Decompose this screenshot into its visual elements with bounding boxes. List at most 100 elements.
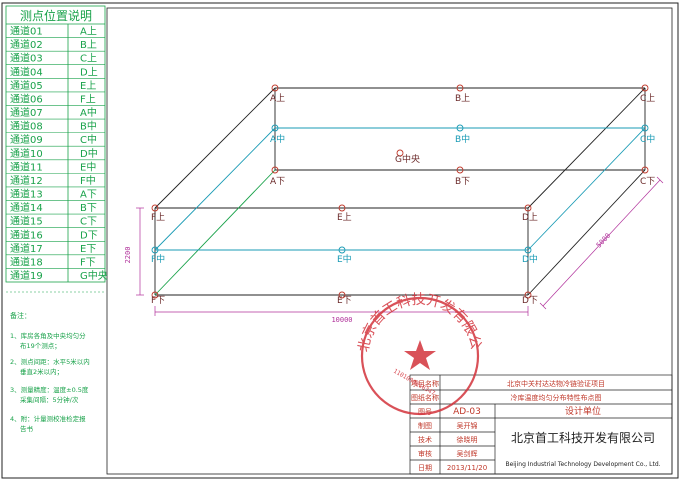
legend-point-label: E中 — [80, 160, 96, 173]
note-4a: 4、附：计量测校准检定报 — [10, 414, 86, 423]
seal-star-icon — [404, 340, 436, 370]
legend-channel: 通道17 — [10, 242, 43, 255]
label-e-top: E上 — [337, 212, 352, 223]
legend-point-label: C上 — [80, 53, 97, 65]
dim-length: 10000 — [331, 316, 352, 324]
company-seal: 北京首工科技开发有限公司 1101080018347 — [0, 0, 484, 416]
drawing-no: AD-03 — [453, 407, 481, 417]
company-name-en: Beijing Industrial Technology Developmen… — [505, 461, 660, 468]
legend-point-label: B上 — [80, 39, 97, 51]
point-g-center — [396, 149, 404, 157]
note-1b: 布19个测点； — [20, 341, 61, 350]
project-name: 北京中关村达达物冷链验证项目 — [507, 379, 605, 388]
row-3-label: 日期 — [418, 464, 432, 472]
legend-point-label: F中 — [80, 174, 96, 187]
legend-point-label: B中 — [80, 120, 97, 133]
row-2-value: 吴剑辉 — [457, 449, 478, 458]
point-b-low — [456, 166, 464, 174]
note-3a: 3、测量精度：温度±0.5度 — [10, 385, 89, 394]
note-1a: 1、库房各角及中央均匀分 — [10, 331, 86, 340]
legend-channel: 通道13 — [10, 188, 43, 201]
label-c-top: C上 — [640, 93, 655, 104]
label-d-low: D下 — [522, 296, 538, 306]
point-d-mid — [524, 246, 532, 254]
project-label: 项目名称 — [411, 379, 439, 388]
label-a-top: A上 — [270, 93, 285, 104]
label-e-mid: E中 — [337, 253, 352, 265]
point-d-low — [524, 291, 532, 299]
legend-channel: 通道05 — [10, 79, 43, 92]
legend-point-label: F下 — [80, 257, 96, 268]
point-d-top — [524, 204, 532, 212]
label-f-mid: F中 — [151, 253, 165, 265]
label-f-top: F上 — [151, 212, 165, 223]
label-c-mid: C中 — [640, 133, 655, 145]
row-0-label: 制图 — [418, 421, 432, 430]
label-b-mid: B中 — [455, 133, 470, 145]
point-e-mid — [338, 246, 346, 254]
point-b-mid — [456, 124, 464, 132]
legend-channel: 通道16 — [10, 228, 43, 241]
legend-point-label: A上 — [80, 26, 97, 38]
point-c-top — [641, 84, 649, 92]
point-e-top — [338, 204, 346, 212]
legend-channel: 通道04 — [10, 65, 43, 78]
point-e-low — [338, 291, 346, 299]
design-unit-label: 设计单位 — [565, 405, 601, 417]
drawing-label: 图纸名称 — [411, 393, 439, 402]
company-name-cn: 北京首工科技开发有限公司 — [511, 430, 655, 445]
point-b-top — [456, 84, 464, 92]
legend-channel: 通道01 — [10, 25, 43, 38]
label-b-top: B上 — [455, 93, 470, 104]
legend-point-label: F上 — [80, 93, 96, 105]
point-a-low — [271, 166, 279, 174]
legend-point-label: C中 — [80, 133, 97, 146]
legend-point-label: A下 — [80, 190, 97, 201]
note-2a: 2、测点间距：水平5米以内 — [10, 357, 90, 366]
legend-channel: 通道10 — [10, 147, 43, 160]
row-2-label: 审核 — [418, 449, 432, 458]
dim-height: 2200 — [124, 247, 132, 264]
title-block — [409, 374, 673, 475]
row-1-label: 技术 — [418, 435, 432, 444]
label-f-low: F下 — [151, 296, 165, 306]
dimensions — [136, 176, 664, 316]
point-a-mid — [271, 124, 279, 132]
point-f-top — [151, 204, 159, 212]
inner-frame — [106, 7, 673, 475]
label-d-mid: D中 — [522, 253, 538, 265]
notes: 备注： 1、库房各角及中央均匀分 布19个测点； 2、测点间距：水平5米以内 垂… — [10, 311, 90, 433]
legend-channel: 通道12 — [10, 174, 43, 187]
row-0-value: 吴开锦 — [457, 421, 478, 430]
legend-point-label: A中 — [80, 106, 97, 119]
note-2b: 垂直2米以内； — [20, 367, 63, 376]
legend-point-label: B下 — [80, 203, 97, 214]
note-4b: 告书 — [20, 424, 34, 433]
label-d-top: D上 — [522, 212, 538, 223]
drawing-no-label: 图号 — [418, 408, 432, 416]
label-g-center: G中央 — [395, 153, 420, 165]
label-c-low: C下 — [640, 177, 655, 187]
legend-channel: 通道09 — [10, 133, 43, 146]
legend-point-label: C下 — [80, 217, 97, 228]
point-f-mid — [151, 246, 159, 254]
points — [151, 84, 649, 299]
legend-channel: 通道15 — [10, 215, 43, 228]
row-1-value: 徐晓明 — [457, 435, 478, 444]
point-labels: A上 B上 C上 A中 B中 C中 A下 B下 C下 F上 E上 D上 F中 E… — [151, 93, 655, 306]
label-a-mid: A中 — [270, 133, 285, 145]
row-3-value: 2013/11/20 — [447, 464, 487, 472]
point-c-low — [641, 166, 649, 174]
legend-channel: 通道02 — [10, 38, 43, 51]
legend-channel: 通道06 — [10, 92, 43, 105]
drawing-name: 冷库温度均匀分布特性布点图 — [511, 393, 602, 402]
legend-point-label: E上 — [80, 80, 96, 92]
note-3b: 采集间隔：5分钟/次 — [20, 395, 79, 404]
legend-channel: 通道08 — [10, 120, 43, 133]
legend-point-label: E下 — [80, 244, 96, 255]
legend-point-label: G中央 — [80, 269, 108, 282]
legend-point-label: D下 — [80, 230, 98, 241]
